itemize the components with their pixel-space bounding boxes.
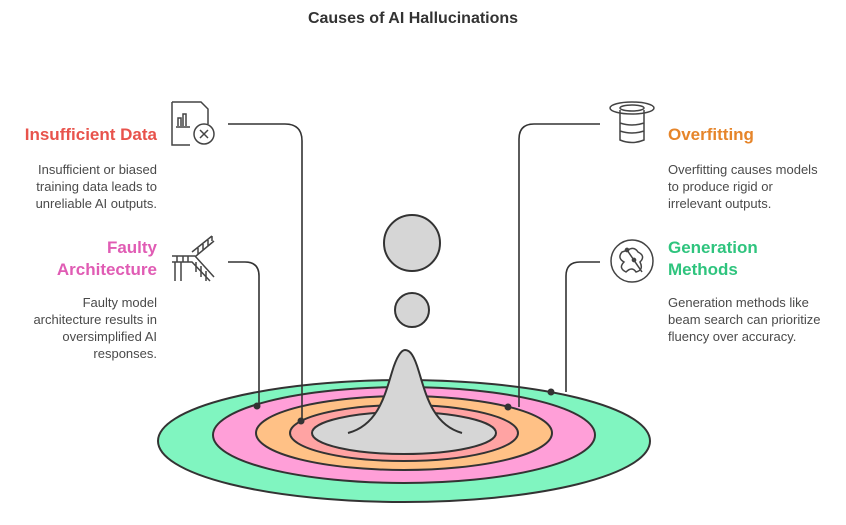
heading-overfitting: Overfitting <box>668 125 754 144</box>
top-hat-cylinder-icon <box>609 101 655 144</box>
heading-insufficient-data: Insufficient Data <box>24 125 157 144</box>
body-overfitting: Overfitting causes models to produce rig… <box>668 162 818 211</box>
body-insufficient-data: Insufficient or biased training data lea… <box>35 162 157 211</box>
connector-generation-methods <box>565 261 600 392</box>
body-faulty-architecture: Faulty model architecture results in ove… <box>33 295 157 361</box>
broken-staircase-icon <box>172 235 215 282</box>
splash-peak <box>347 348 463 434</box>
page-title: Causes of AI Hallucinations <box>307 10 519 27</box>
dot-generation-methods <box>547 388 555 396</box>
dot-faulty-architecture <box>253 402 261 410</box>
heading-faulty-architecture: Faulty Architecture <box>56 238 157 279</box>
document-chart-x-icon <box>171 101 215 146</box>
connector-overfitting <box>518 123 600 407</box>
droplet-large <box>383 214 441 272</box>
dot-insufficient-data <box>297 417 305 425</box>
droplet-small <box>394 292 430 328</box>
connector-faulty-architecture <box>228 261 260 406</box>
body-generation-methods: Generation methods like beam search can … <box>668 295 821 344</box>
heading-generation-methods: Generation Methods <box>668 238 758 279</box>
connector-insufficient-data <box>228 123 303 421</box>
tangled-path-icon <box>610 239 654 283</box>
dot-overfitting <box>504 403 512 411</box>
